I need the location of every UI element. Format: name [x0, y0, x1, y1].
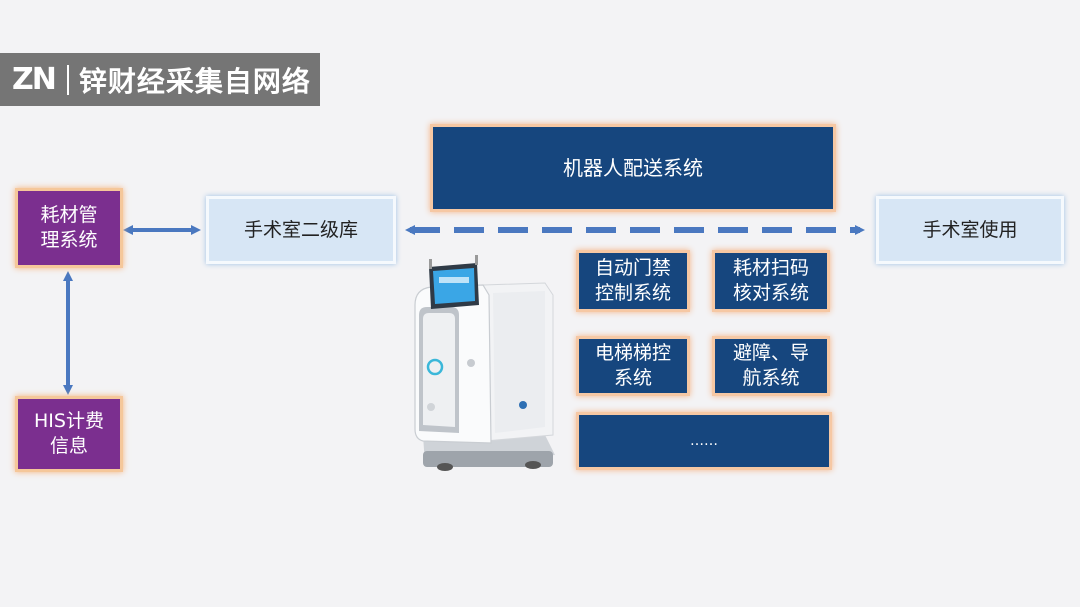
zn-logo: ZN — [12, 62, 57, 97]
robot-delivery-system-box: 机器人配送系统 — [430, 124, 836, 212]
obstacle-navigation-box: 避障、导航系统 — [712, 336, 830, 396]
watermark-banner: ZN 锌财经采集自网络 — [0, 53, 320, 106]
delivery-robot-image — [414, 255, 555, 471]
his-billing-box: HIS计费信息 — [15, 396, 123, 472]
banner-divider — [66, 64, 69, 95]
or-secondary-store-box: 手术室二级库 — [206, 196, 396, 264]
scan-verify-box: 耗材扫码核对系统 — [712, 250, 830, 312]
consumables-management-box: 耗材管理系统 — [15, 188, 123, 268]
auto-door-control-box: 自动门禁控制系统 — [576, 250, 690, 312]
more-systems-box: …… — [576, 412, 832, 470]
or-usage-box: 手术室使用 — [876, 196, 1064, 264]
watermark-text: 锌财经采集自网络 — [78, 64, 311, 98]
elevator-control-box: 电梯梯控系统 — [576, 336, 690, 396]
